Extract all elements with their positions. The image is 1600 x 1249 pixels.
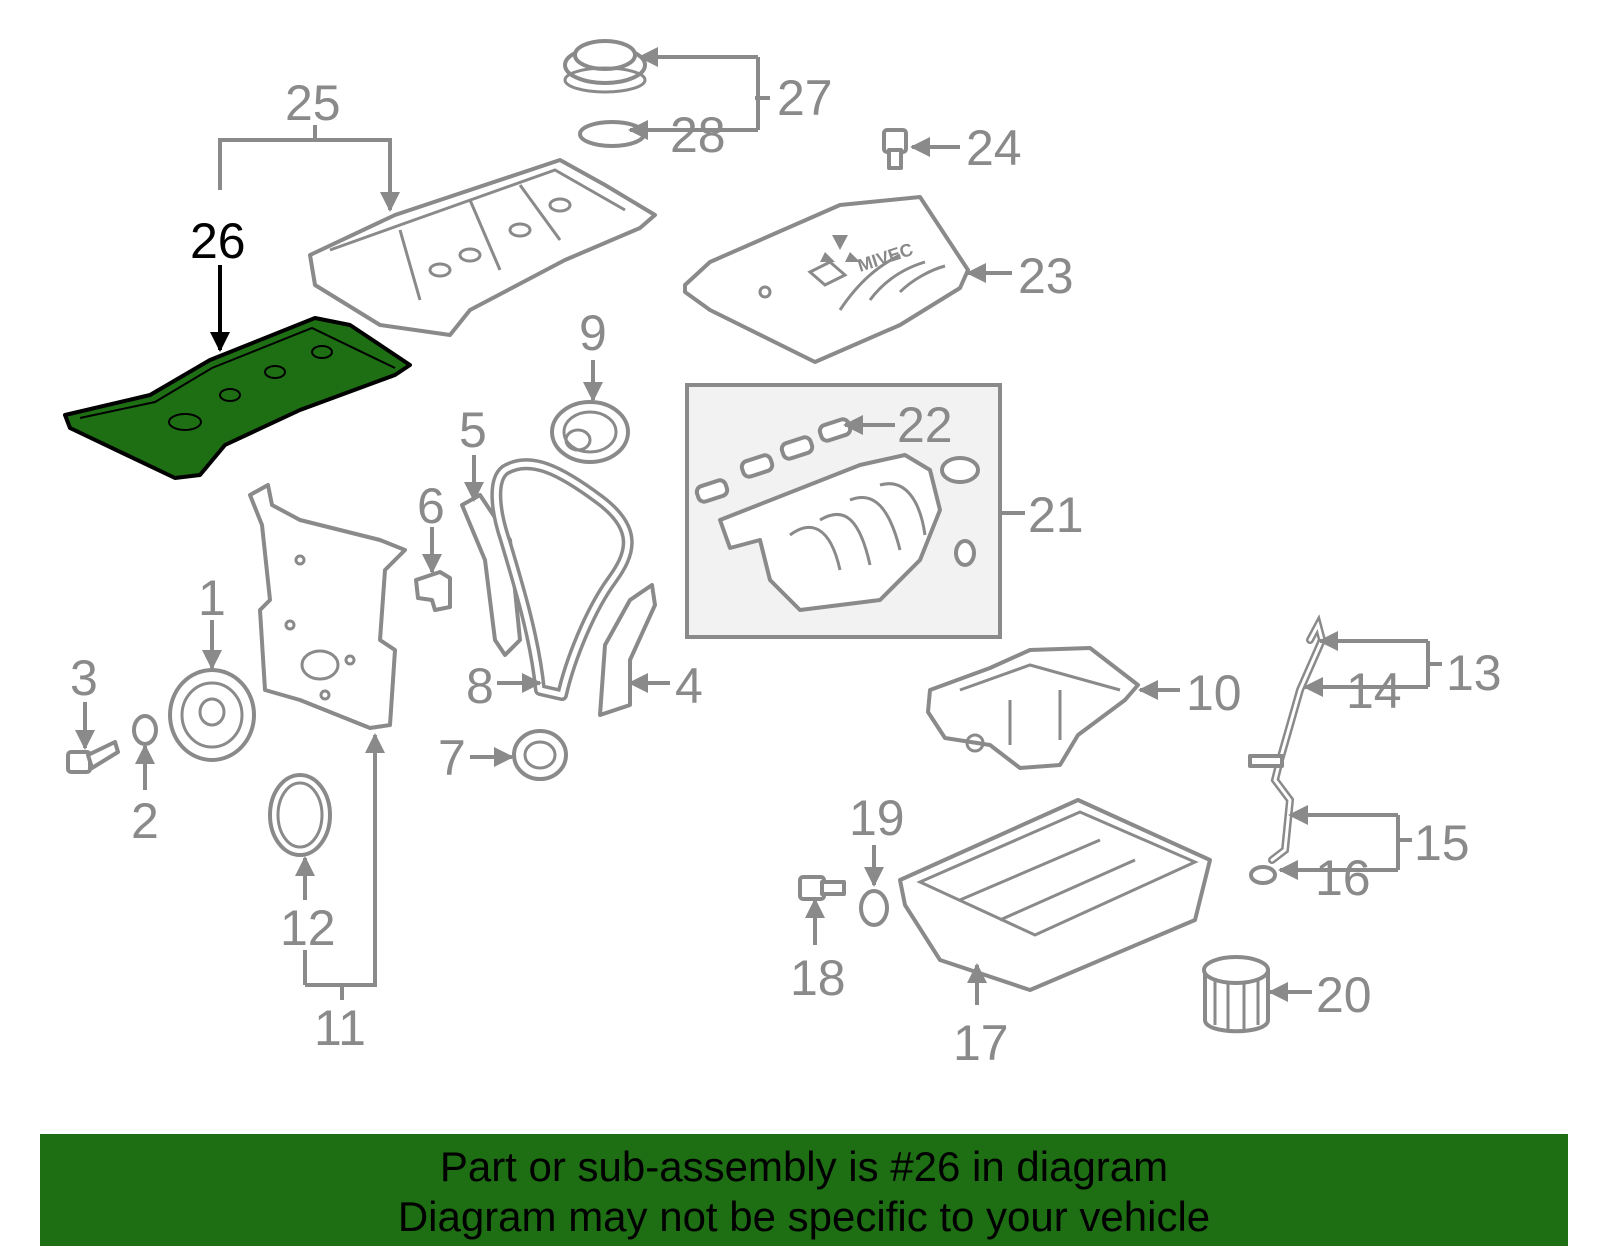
callout-9: 9: [579, 305, 607, 361]
oil-filter: [1202, 955, 1270, 1034]
crankshaft-pulley: [168, 668, 256, 762]
callout-27: 27: [777, 70, 833, 126]
callout-12: 12: [280, 900, 336, 956]
dipstick-o-ring: [1249, 865, 1277, 885]
callout-4: 4: [675, 658, 703, 714]
leader-lines: [75, 47, 1442, 1005]
front-crank-seal: [268, 773, 332, 857]
callout-26: 26: [190, 213, 246, 269]
callout-18: 18: [790, 950, 846, 1006]
pulley-bolt: [66, 740, 120, 774]
drain-plug-washer: [859, 889, 889, 927]
callout-15: 15: [1414, 815, 1470, 871]
callout-6: 6: [417, 478, 445, 534]
callout-3: 3: [70, 650, 98, 706]
drain-plug: [798, 875, 846, 901]
balance-shaft-assembly: [926, 646, 1140, 770]
valve-cover: [308, 158, 657, 337]
callout-21: 21: [1028, 487, 1084, 543]
banner-line-2: Diagram may not be specific to your vehi…: [397, 1193, 1211, 1240]
callout-23: 23: [1018, 248, 1074, 304]
callout-20: 20: [1316, 967, 1372, 1023]
callout-16: 16: [1315, 850, 1371, 906]
callout-7: 7: [438, 730, 466, 786]
callout-8: 8: [466, 658, 494, 714]
engine-cover: MIVEC: [683, 195, 970, 364]
banner-line-1: Part or sub-assembly is #26 in diagram: [439, 1143, 1169, 1190]
oil-cap-gasket: [578, 120, 646, 148]
timing-chain-cover: [248, 483, 407, 730]
callout-10: 10: [1186, 665, 1242, 721]
callout-13: 13: [1446, 645, 1502, 701]
info-banner: Part or sub-assembly is #26 in diagram D…: [40, 1134, 1568, 1246]
tensioner-arm: [598, 583, 657, 717]
parts-diagram: MIVEC: [63, 39, 1502, 1071]
intake-gaskets: [694, 417, 980, 567]
crankshaft-sprocket: [512, 729, 568, 781]
oil-pan: [898, 798, 1212, 992]
cover-bolt: [882, 128, 908, 170]
pulley-washer: [132, 714, 158, 746]
callout-labels: 25 26 27 28 24 23 9 22 21 5 6 8 4 7 1 3 …: [70, 70, 1502, 1071]
valve-cover-gasket-highlighted: [63, 316, 412, 480]
callout-19: 19: [849, 790, 905, 846]
oil-dipstick: [1248, 614, 1327, 864]
callout-28: 28: [670, 107, 726, 163]
callout-14: 14: [1346, 663, 1402, 719]
callout-25: 25: [285, 75, 341, 131]
oil-filler-cap: [563, 39, 647, 94]
callout-22: 22: [897, 397, 953, 453]
callout-24: 24: [966, 120, 1022, 176]
callout-17: 17: [953, 1015, 1009, 1071]
callout-2: 2: [131, 793, 159, 849]
intake-manifold: [718, 453, 942, 612]
callout-5: 5: [459, 402, 487, 458]
chain-tensioner: [414, 570, 452, 612]
cam-sprocket: [550, 400, 630, 464]
callout-1: 1: [198, 570, 226, 626]
callout-11: 11: [314, 1000, 366, 1056]
